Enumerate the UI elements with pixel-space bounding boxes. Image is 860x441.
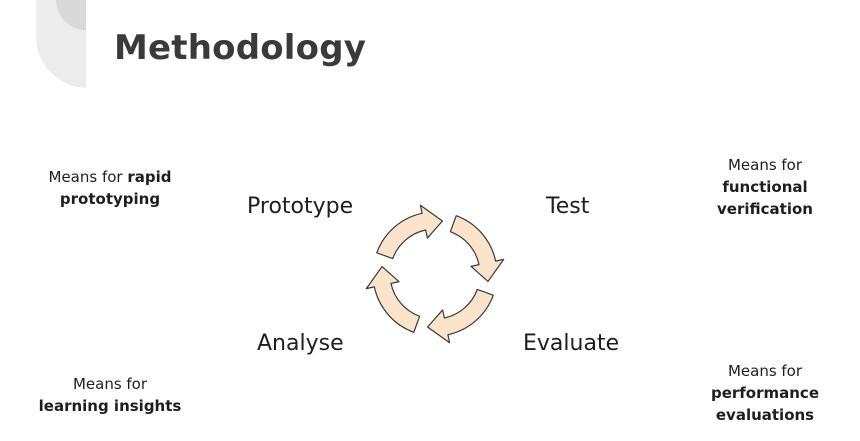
note-prefix: Means for bbox=[727, 362, 803, 380]
note-functional-verification: Means for functional verification bbox=[690, 154, 840, 220]
note-emphasis: functional verification bbox=[717, 178, 813, 218]
note-rapid-prototyping: Means for rapid prototyping bbox=[30, 166, 190, 210]
cycle-arrow-right bbox=[449, 215, 505, 283]
cycle-arrow-top bbox=[376, 204, 444, 260]
note-emphasis: performance evaluations bbox=[710, 384, 820, 424]
note-prefix: Means for bbox=[48, 168, 128, 186]
stage-evaluate: Evaluate bbox=[523, 331, 620, 356]
stage-test: Test bbox=[546, 194, 590, 219]
note-performance-evaluations: Means for performance evaluations bbox=[690, 360, 840, 426]
note-learning-insights: Means for learning insights bbox=[30, 373, 190, 417]
stage-analyse: Analyse bbox=[257, 331, 344, 356]
note-prefix: Means for bbox=[72, 375, 148, 393]
note-emphasis: rapid prototyping bbox=[59, 168, 172, 208]
page-title: Methodology bbox=[114, 28, 367, 68]
cycle-arrow-left bbox=[365, 265, 421, 333]
note-emphasis: learning insights bbox=[38, 397, 182, 415]
cycle-arrow-bottom bbox=[426, 288, 494, 344]
stage-prototype: Prototype bbox=[247, 194, 354, 219]
note-prefix: Means for bbox=[727, 156, 803, 174]
corner-decoration bbox=[36, 0, 86, 88]
cycle-arrows-icon bbox=[365, 204, 505, 344]
